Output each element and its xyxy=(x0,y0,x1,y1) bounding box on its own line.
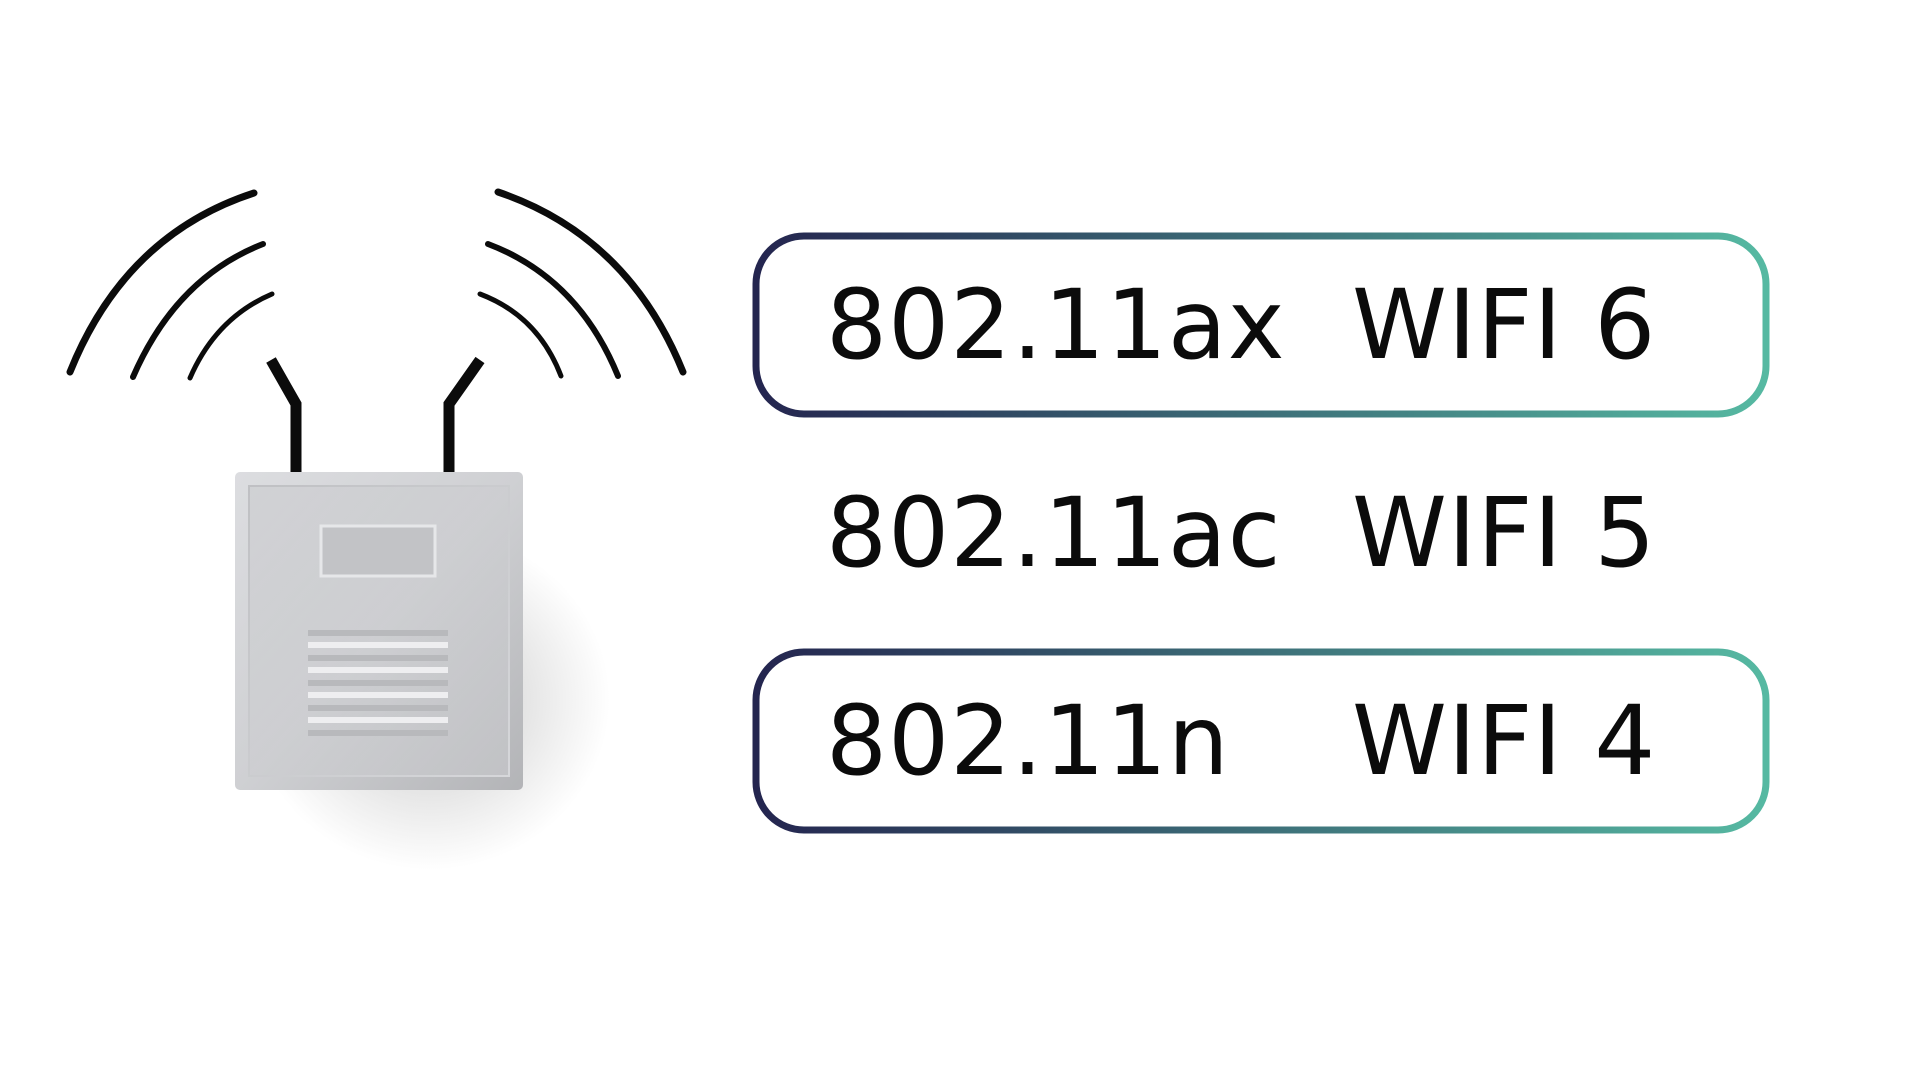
wireless-access-point-icon xyxy=(66,188,687,870)
standard-name: 802.11ax xyxy=(826,269,1286,381)
generation-name: WIFI 4 xyxy=(1352,685,1657,797)
right-signal-arcs xyxy=(477,188,687,379)
generation-name: WIFI 6 xyxy=(1352,269,1657,381)
standard-name: 802.11ac xyxy=(826,477,1282,589)
standard-row-wifi-6: 802.11ax WIFI 6 xyxy=(752,232,1770,418)
device-display xyxy=(319,524,437,578)
generation-name: WIFI 5 xyxy=(1352,477,1657,589)
left-signal-arcs xyxy=(66,189,275,381)
device-vents xyxy=(308,630,448,736)
row-highlight-frame xyxy=(752,232,1770,418)
standard-row-wifi-4: 802.11n WIFI 4 xyxy=(752,648,1770,834)
standard-row-wifi-5: 802.11ac WIFI 5 xyxy=(752,440,1770,626)
antennas xyxy=(266,356,485,474)
row-highlight-frame xyxy=(752,648,1770,834)
standard-name: 802.11n xyxy=(826,685,1230,797)
